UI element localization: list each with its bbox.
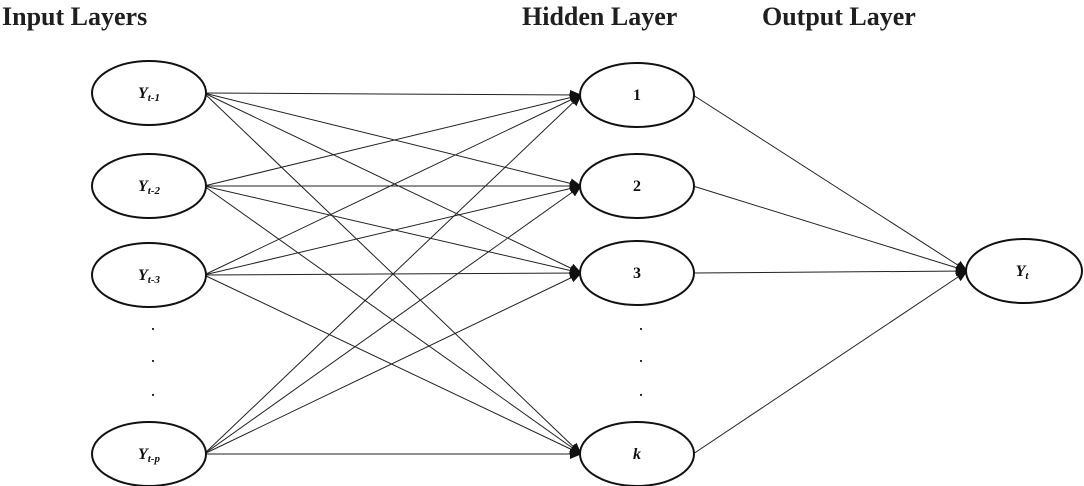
hidden-ellipsis-dot: . bbox=[639, 380, 644, 400]
hidden-node-ellipse bbox=[579, 421, 695, 486]
edge-input3-hidden4 bbox=[203, 274, 582, 455]
hidden-node-label: 1 bbox=[633, 87, 641, 104]
input-node-label: Yt-1 bbox=[138, 85, 160, 104]
edge-hidden4-output bbox=[692, 270, 968, 455]
input-ellipsis-dot: . bbox=[151, 380, 156, 400]
hidden-ellipsis-dot: . bbox=[639, 314, 644, 334]
input-node-ellipse bbox=[91, 153, 207, 219]
hidden-node-ellipse bbox=[579, 240, 695, 306]
output-layer-title: Output Layer bbox=[762, 2, 916, 31]
input-node-ellipse bbox=[91, 421, 207, 486]
input-layers-title: Input Layers bbox=[2, 2, 148, 31]
input-ellipsis-dot: . bbox=[151, 314, 156, 334]
edge-hidden2-output bbox=[692, 185, 968, 273]
input-node-ellipse bbox=[91, 60, 207, 126]
ellipsis-dots: ...... bbox=[151, 314, 644, 400]
edge-input4-hidden1 bbox=[203, 94, 582, 455]
connections bbox=[203, 89, 968, 459]
hidden-node-label: 3 bbox=[633, 265, 641, 282]
hidden-node-ellipse bbox=[579, 62, 695, 128]
output-node-label: Yt bbox=[1016, 263, 1030, 282]
edge-input3-hidden2 bbox=[203, 183, 582, 276]
edge-input4-hidden2 bbox=[203, 185, 582, 455]
hidden-node-2: 2 bbox=[579, 153, 695, 219]
hidden-node-4: k bbox=[579, 421, 695, 486]
input-node-label: Yt-p bbox=[138, 446, 161, 465]
input-node-label: Yt-2 bbox=[138, 178, 161, 197]
hidden-node-label: 2 bbox=[633, 178, 641, 195]
edge-input1-hidden1 bbox=[203, 89, 582, 100]
output-node-ellipse bbox=[965, 238, 1083, 304]
edge-hidden1-output bbox=[692, 94, 968, 272]
input-node-4: Yt-p bbox=[91, 421, 207, 486]
edge-input3-hidden1 bbox=[203, 94, 582, 276]
edge-hidden3-output bbox=[692, 266, 968, 277]
input-node-1: Yt-1 bbox=[91, 60, 207, 126]
hidden-node-label: k bbox=[633, 446, 641, 463]
hidden-node-3: 3 bbox=[579, 240, 695, 306]
hidden-node-1: 1 bbox=[579, 62, 695, 128]
input-node-label: Yt-3 bbox=[138, 267, 161, 286]
input-ellipsis-dot: . bbox=[151, 346, 156, 366]
hidden-ellipsis-dot: . bbox=[639, 346, 644, 366]
nodes: Yt-1Yt-2Yt-3Yt-p 1 2 3 k Yt bbox=[91, 60, 1083, 486]
input-node-2: Yt-2 bbox=[91, 153, 207, 219]
hidden-node-ellipse bbox=[579, 153, 695, 219]
edge-input2-hidden1 bbox=[203, 92, 582, 187]
input-node-ellipse bbox=[91, 242, 207, 308]
edge-input1-hidden2 bbox=[203, 92, 582, 189]
edge-input4-hidden3 bbox=[203, 272, 582, 455]
output-node: Yt bbox=[965, 238, 1083, 304]
edge-input1-hidden3 bbox=[203, 92, 582, 274]
edge-input2-hidden3 bbox=[203, 185, 582, 276]
input-node-3: Yt-3 bbox=[91, 242, 207, 308]
hidden-layer-title: Hidden Layer bbox=[522, 2, 678, 31]
